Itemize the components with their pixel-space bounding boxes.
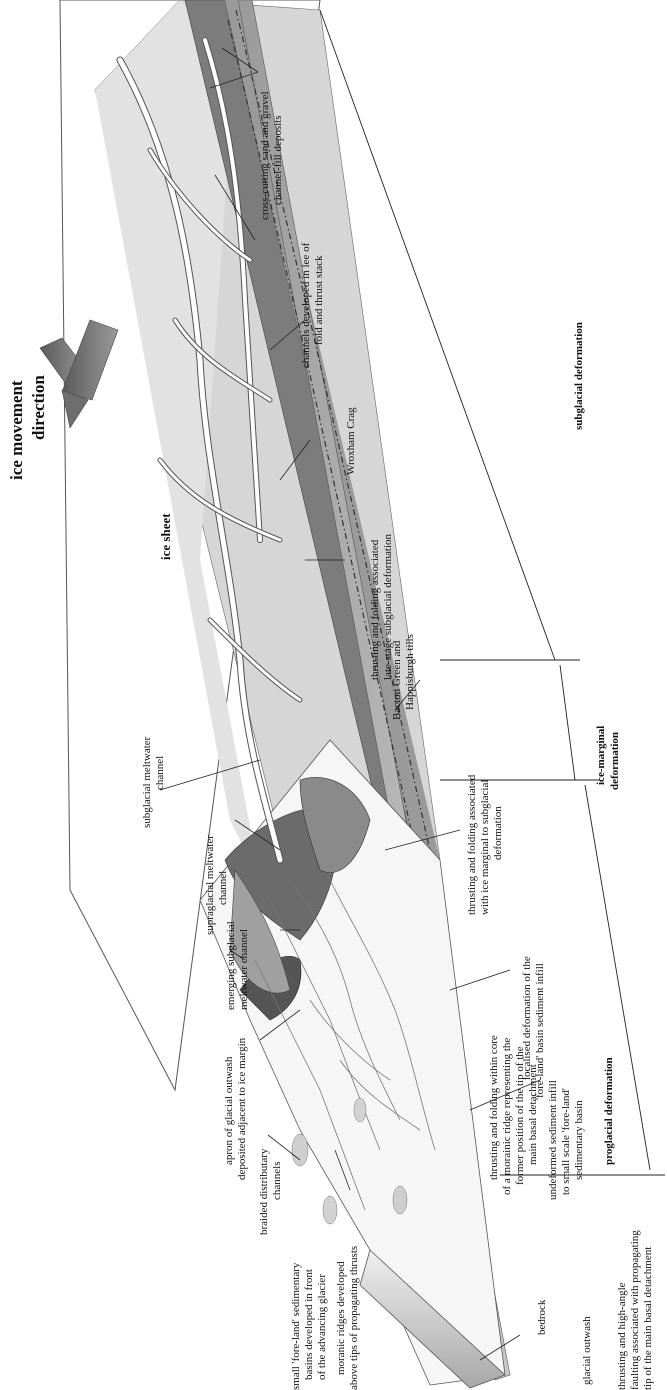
label-emerging-2: meltwater channel [238, 929, 250, 1010]
label-thrust-high-1: thrusting and high-angle [616, 1282, 628, 1390]
label-subglacial-channel-1: subglacial meltwater [141, 736, 153, 828]
block-diagram [60, 0, 510, 1388]
label-thrusting-late-1: thrusting and folding associated [369, 539, 381, 680]
foreland-basin-4 [393, 1186, 407, 1214]
label-undeformed-2: to small scale 'fore-land' [560, 1088, 572, 1195]
ice-movement-arrow [40, 320, 118, 428]
label-moranic-ridges-1: moranic ridges developed [335, 1261, 347, 1375]
label-braided-2: channels [271, 1162, 283, 1200]
title-line-2: direction [29, 375, 48, 440]
label-bacton-2: Happisburgh tills [404, 634, 416, 710]
label-channels-lee-1: channels developed in lee of [300, 242, 312, 368]
label-bedrock: bedrock [536, 1299, 548, 1335]
label-supraglacial-2: channel [217, 871, 229, 905]
zone-ice-marginal-1: ice-marginal [595, 726, 607, 785]
label-small-basins-3: of the advancing glacier [316, 1274, 328, 1380]
label-small-basins-1: small 'fore-land' sedimentary [290, 1262, 302, 1390]
label-morainic-core-2: of a morainic ridge representing the [501, 1038, 513, 1195]
label-braided-1: braided distributary [258, 1148, 270, 1235]
label-subglacial-channel-2: channel [154, 756, 166, 790]
label-glacial-outwash: glacial outwash [581, 1316, 593, 1385]
zone-subglacial: subglacial deformation [573, 322, 585, 430]
foreland-basin-3 [354, 1098, 366, 1122]
label-supraglacial-1: supraglacial meltwater [204, 835, 216, 935]
label-undeformed-1: undeformed sediment infill [547, 1080, 559, 1200]
label-morainic-core-3: former position of the tip of the [514, 1046, 526, 1185]
foreland-basin-1 [292, 1134, 308, 1166]
label-thrust-marginal-3: deformation [492, 806, 504, 860]
label-moranic-ridges-2: above tips of propagating thrusts [348, 1246, 360, 1390]
label-cross-cutting-2: channel-fill deposits [272, 115, 284, 205]
label-channels-lee-2: fold and thrust stack [313, 255, 325, 345]
zone-ice-marginal-2: deformation [609, 732, 621, 790]
label-apron-2: deposited adjacent to ice margin [236, 1037, 248, 1180]
label-emerging-1: emerging subglacial [225, 921, 237, 1010]
ice-sheet-label: ice sheet [158, 513, 173, 560]
zone-proglacial: proglacial deformation [603, 1057, 615, 1165]
label-thrust-high-3: tip of the main basal detachment [642, 1247, 654, 1390]
label-wroxham: Wroxham Crag [345, 407, 357, 475]
label-cross-cutting-1: cross-cutting sand and gravel [259, 91, 271, 220]
label-bacton-1: Bacton Green and [391, 640, 403, 720]
title-line-1: ice movement [7, 380, 26, 480]
label-undeformed-3: sedimentary basin [573, 1100, 585, 1180]
label-small-basins-2: basins developed in front [303, 1269, 315, 1380]
label-morainic-core-4: main basal detachment [527, 1064, 539, 1165]
label-morainic-core-1: thrusting and folding within core [488, 1035, 500, 1180]
label-apron-1: apron of glacial outwash [223, 1056, 235, 1165]
label-thrust-marginal-2: with ice marginal to subglacial [479, 780, 491, 915]
foreland-basin-2 [323, 1196, 337, 1224]
label-thrust-high-2: faulting associated with propagating [629, 1230, 641, 1390]
label-thrust-marginal-1: thrusting and folding associated [466, 774, 478, 915]
